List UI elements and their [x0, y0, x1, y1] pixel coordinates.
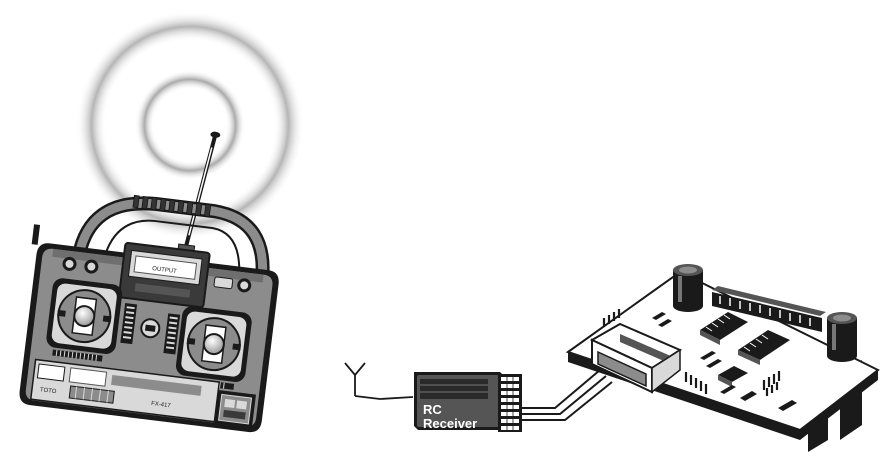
rc-receiver: RC Receiver — [414, 372, 522, 432]
receiver-antenna — [345, 363, 413, 399]
left-stick-gimbal — [44, 277, 123, 363]
controller-board — [568, 264, 878, 463]
capacitor-right — [827, 312, 857, 362]
side-module — [214, 390, 256, 428]
capacitor-left — [673, 264, 703, 312]
receiver-label-line1: RC — [423, 402, 442, 417]
display-panel: OUTPUT — [119, 243, 210, 308]
connection-cable — [522, 370, 612, 420]
receiver-label-line2: Receiver — [423, 416, 477, 431]
